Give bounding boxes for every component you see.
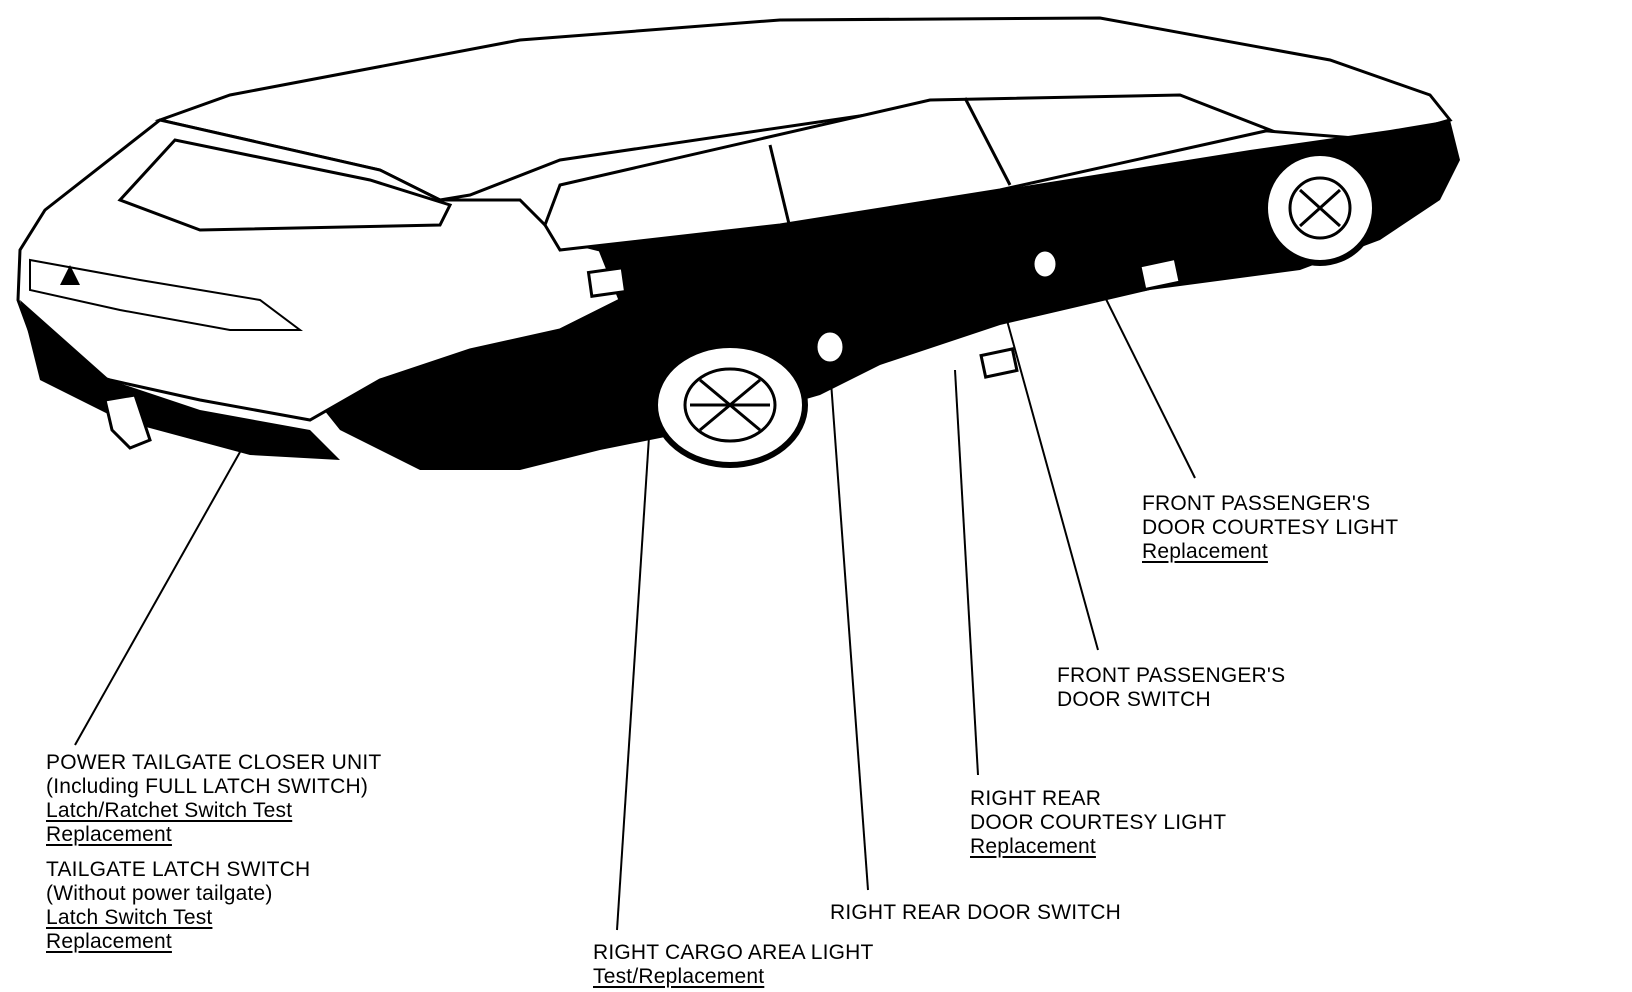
- callout-title: FRONT PASSENGER'S: [1142, 492, 1371, 515]
- leader-arrowheads: [992, 278, 1103, 312]
- side-windows: [543, 93, 1276, 252]
- leader-lines: [74, 282, 1196, 931]
- tail-light: [29, 258, 303, 331]
- car-body-side: [300, 120, 1460, 470]
- callout-front-passenger-door-courtesy-light: FRONT PASSENGER'S DOOR COURTESY LIGHT Re…: [1142, 492, 1398, 564]
- tailgate-unit-marker: [103, 393, 152, 450]
- rear-courtesy-replacement-link[interactable]: Replacement: [970, 835, 1096, 858]
- front-door-switch-marker: [1031, 248, 1059, 280]
- rear-window: [117, 138, 453, 232]
- rear-courtesy-marker: [979, 347, 1019, 379]
- callout-right-rear-door-switch: RIGHT REAR DOOR SWITCH: [830, 901, 1121, 925]
- callout-title: RIGHT REAR DOOR SWITCH: [830, 901, 1122, 924]
- callout-subtitle: (Without power tailgate): [46, 882, 273, 905]
- latch-ratchet-switch-test-link[interactable]: Latch/Ratchet Switch Test: [46, 799, 293, 822]
- callout-power-tailgate-closer: POWER TAILGATE CLOSER UNIT (Including FU…: [46, 751, 381, 847]
- rear-bumper: [20, 300, 340, 460]
- cargo-light-test-replacement-link[interactable]: Test/Replacement: [593, 965, 765, 988]
- callout-right-cargo-area-light: RIGHT CARGO AREA LIGHT Test/Replacement: [593, 941, 874, 989]
- front-courtesy-replacement-link[interactable]: Replacement: [1142, 540, 1268, 563]
- callout-right-rear-door-courtesy-light: RIGHT REAR DOOR COURTESY LIGHT Replaceme…: [970, 787, 1226, 859]
- tailgate-latch-replacement-link[interactable]: Replacement: [46, 930, 172, 953]
- callout-title: FRONT PASSENGER'S: [1057, 664, 1286, 687]
- latch-switch-test-link[interactable]: Latch Switch Test: [46, 906, 213, 929]
- callout-title-2: DOOR SWITCH: [1057, 688, 1211, 711]
- callout-front-passenger-door-switch: FRONT PASSENGER'S DOOR SWITCH: [1057, 664, 1285, 712]
- callout-title-2: DOOR COURTESY LIGHT: [970, 811, 1227, 834]
- rear-emblem: [60, 265, 80, 285]
- callout-title: TAILGATE LATCH SWITCH: [46, 858, 311, 881]
- callout-title: RIGHT REAR: [970, 787, 1102, 810]
- front-courtesy-marker: [1138, 256, 1182, 292]
- callout-title: POWER TAILGATE CLOSER UNIT: [46, 751, 382, 774]
- callout-tailgate-latch-switch: TAILGATE LATCH SWITCH (Without power tai…: [46, 858, 310, 954]
- callout-title: RIGHT CARGO AREA LIGHT: [593, 941, 874, 964]
- rear-door-switch-marker: [814, 329, 846, 365]
- callout-title-2: DOOR COURTESY LIGHT: [1142, 516, 1399, 539]
- cargo-light-marker: [586, 266, 628, 298]
- callout-subtitle: (Including FULL LATCH SWITCH): [46, 775, 369, 798]
- power-tailgate-replacement-link[interactable]: Replacement: [46, 823, 172, 846]
